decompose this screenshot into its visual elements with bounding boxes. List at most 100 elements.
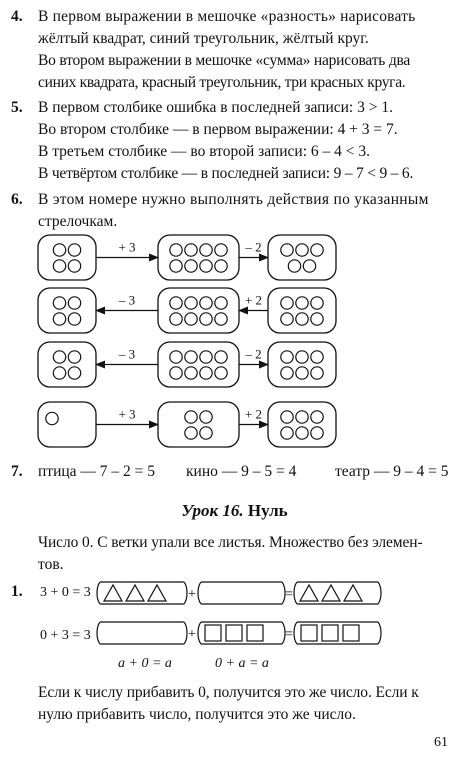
page-number: 61 xyxy=(434,735,448,750)
lesson-heading: Урок 16. Нуль xyxy=(0,500,469,522)
circle-mark xyxy=(169,243,183,257)
item-4-line-1: В первом выражении в мешочке «разность» … xyxy=(38,8,416,25)
circle-mark xyxy=(184,410,198,424)
circle-mark xyxy=(295,243,309,257)
circle-mark xyxy=(310,312,324,326)
plus-sign: + xyxy=(188,627,196,642)
square-icon xyxy=(300,624,360,642)
circle-mark xyxy=(310,426,324,440)
exercise-1-boxes: + = + = xyxy=(96,581,382,645)
circle-mark xyxy=(169,366,183,380)
rule-line-1: Если к числу прибавить 0, получится это … xyxy=(38,684,419,701)
circle-set-box xyxy=(37,401,97,448)
circle-mark xyxy=(214,312,228,326)
circle-mark xyxy=(67,312,82,326)
circle-mark xyxy=(310,296,324,310)
arrow-label: + 3 xyxy=(118,407,135,422)
lesson-number: Урок 16. xyxy=(181,501,244,520)
circle-mark xyxy=(302,259,317,273)
circle-mark xyxy=(52,296,67,310)
circle-mark xyxy=(280,366,294,380)
circle-mark xyxy=(199,426,213,440)
circle-mark xyxy=(295,366,309,380)
circle-mark xyxy=(52,312,67,326)
item-4-line-2: жёлтый квадрат, синий треугольник, жёлты… xyxy=(38,30,369,47)
circle-mark xyxy=(184,426,198,440)
circle-mark xyxy=(169,312,183,326)
circle-mark xyxy=(295,426,309,440)
arrow-label: – 2 xyxy=(244,240,261,255)
circle-set-box xyxy=(267,287,337,334)
item-6-line-2: стрелочкам. xyxy=(38,213,118,230)
triangle-icon xyxy=(102,583,168,602)
circle-mark xyxy=(199,312,213,326)
item-7-part-2: кино — 9 – 5 = 4 xyxy=(186,463,297,480)
exercise-1-equation-1: 3 + 0 = 3 xyxy=(40,585,91,600)
arrow-label: – 3 xyxy=(118,293,135,308)
circle-set-box xyxy=(37,341,97,388)
circle-mark xyxy=(184,350,198,364)
equals-sign: = xyxy=(285,627,293,642)
plus-sign: + xyxy=(188,587,196,602)
circle-mark xyxy=(169,259,183,273)
square-icon xyxy=(204,624,264,642)
exercise-1-equation-2: 0 + 3 = 3 xyxy=(40,628,91,643)
item-5-line-2: Во втором столбике — в первом выражении:… xyxy=(38,121,398,138)
circle-mark xyxy=(169,350,183,364)
circle-mark xyxy=(199,243,213,257)
circle-mark xyxy=(169,296,183,310)
item-5-line-4: В четвёртом столбике — в последней запис… xyxy=(38,165,414,182)
circle-mark xyxy=(295,410,309,424)
circle-set-box xyxy=(267,401,337,448)
arrow-label: + 3 xyxy=(118,240,135,255)
exercise-1-number: 1. xyxy=(11,583,23,600)
equals-sign: = xyxy=(285,587,293,602)
arrow-label: – 2 xyxy=(244,347,261,362)
circle-mark xyxy=(184,259,198,273)
circle-mark xyxy=(280,410,294,424)
circle-mark xyxy=(310,350,324,364)
circle-mark xyxy=(184,312,198,326)
item-6-number: 6. xyxy=(11,191,23,208)
circle-mark xyxy=(67,296,82,310)
item-4-line-4: синих квадрата, красный треугольник, три… xyxy=(38,74,406,91)
circle-mark xyxy=(52,259,67,273)
circle-mark xyxy=(214,350,228,364)
circle-mark xyxy=(280,296,294,310)
circle-mark xyxy=(310,243,324,257)
circle-mark xyxy=(295,296,309,310)
circle-set-box xyxy=(37,234,97,281)
circle-set-box xyxy=(157,234,240,281)
circle-mark xyxy=(184,243,198,257)
circle-mark xyxy=(184,366,198,380)
circle-mark xyxy=(295,350,309,364)
triangle-icon xyxy=(298,583,364,602)
circle-set-box xyxy=(157,341,240,388)
item-5-line-1: В первом столбике ошибка в последней зап… xyxy=(38,99,393,116)
circle-set-box xyxy=(157,287,240,334)
lesson-intro-line-1: Число 0. С ветки упали все листья. Множе… xyxy=(38,534,423,551)
circle-mark xyxy=(45,411,59,426)
circle-mark xyxy=(199,410,213,424)
circle-mark xyxy=(295,312,309,326)
circle-mark xyxy=(199,350,213,364)
item-4-line-3: Во втором выражении в мешочке «сумма» на… xyxy=(38,52,411,69)
arrow-label: – 3 xyxy=(118,347,135,362)
circle-mark xyxy=(67,350,82,364)
item-5-number: 5. xyxy=(11,99,23,116)
circle-mark xyxy=(199,259,213,273)
lesson-intro-line-2: тов. xyxy=(38,556,64,573)
empty-box xyxy=(96,621,188,645)
circle-mark xyxy=(52,243,67,257)
item-7-part-3: театр — 9 – 4 = 5 xyxy=(335,463,449,480)
circle-mark xyxy=(214,296,228,310)
circle-mark xyxy=(280,350,294,364)
rule-line-2: нулю прибавить число, получится это же ч… xyxy=(38,706,356,723)
circle-mark xyxy=(67,259,82,273)
circle-mark xyxy=(280,312,294,326)
circle-set-box xyxy=(157,401,240,448)
item-7-part-1: птица — 7 – 2 = 5 xyxy=(38,463,156,480)
formula-a-plus-zero: a + 0 = a xyxy=(118,656,172,671)
circle-sets-diagram: + 3– 2– 3+ 2– 3– 2+ 3+ 2 xyxy=(37,234,337,448)
item-5-line-3: В третьем столбике — во второй записи: 6… xyxy=(38,143,371,160)
